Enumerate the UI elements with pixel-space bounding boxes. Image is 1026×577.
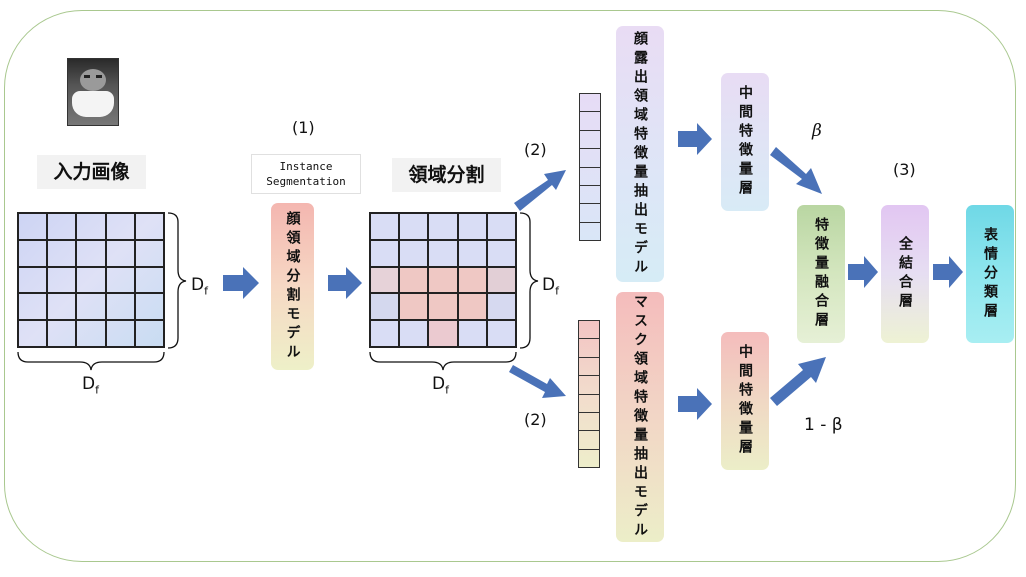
instance-seg-line2: Segmentation <box>266 175 346 188</box>
step-2-bottom-label: (2) <box>524 410 547 429</box>
df-label-input-bottom: Df <box>82 374 99 396</box>
beta-weight-label: β <box>812 121 822 141</box>
arrow-input-to-segmodel <box>223 267 259 299</box>
instance-seg-line1: Instance <box>279 160 333 173</box>
instance-segmentation-tag: Instance Segmentation <box>251 154 361 194</box>
input-image-grid <box>17 212 165 348</box>
face-feature-extraction-model: 顔露出領域特徴量抽出モデル <box>616 26 664 282</box>
brace-input-right <box>167 212 187 349</box>
arrow-middle-bottom-to-fusion <box>770 357 826 406</box>
step-1-label: (1) <box>292 118 315 137</box>
expression-classification-layer: 表情分類層 <box>966 205 1014 343</box>
one-minus-beta-label: 1 - β <box>804 415 843 435</box>
mask-feature-model-label: マスク領域特徴量抽出モデル <box>632 293 648 541</box>
df-subscript: f <box>204 284 208 298</box>
step-3-label: (3) <box>893 160 916 179</box>
arrow-segmodel-to-grid <box>328 267 362 299</box>
df-letter: D <box>191 275 205 295</box>
brace-seg-bottom <box>369 351 517 371</box>
face-seg-model-label: 顔領域分割モデル <box>284 210 301 363</box>
df-label-input-right: Df <box>191 275 208 297</box>
outer-frame <box>4 10 1016 562</box>
df-letter: D <box>432 374 446 394</box>
fc-layer-label: 全結合層 <box>897 236 913 312</box>
middle-feature-layer-bottom: 中間特徴量層 <box>721 332 769 470</box>
face-segmentation-model: 顔領域分割モデル <box>271 203 314 370</box>
arrow-grid-to-mask-vector <box>509 365 566 398</box>
feature-fusion-layer: 特徴量融合層 <box>797 205 845 343</box>
df-subscript: f <box>95 383 99 397</box>
input-face-thumbnail <box>67 58 119 126</box>
arrow-grid-to-face-vector <box>514 170 566 211</box>
df-subscript: f <box>555 284 559 298</box>
arrow-middle-top-to-fusion <box>770 147 822 194</box>
arrow-fc-to-output <box>933 256 963 288</box>
mask-feature-extraction-model: マスク領域特徴量抽出モデル <box>616 292 664 542</box>
mask-feature-vector <box>578 320 600 468</box>
arrow-fusion-to-fc <box>848 256 878 288</box>
fusion-layer-label: 特徴量融合層 <box>813 217 829 331</box>
output-layer-label: 表情分類層 <box>982 226 998 322</box>
face-feature-model-label: 顔露出領域特徴量抽出モデル <box>632 30 648 278</box>
middle-layer-top-label: 中間特徴量層 <box>737 85 753 199</box>
df-letter: D <box>542 275 556 295</box>
arrow-mask-model-to-middle <box>678 388 712 420</box>
df-letter: D <box>82 374 96 394</box>
mask-shape <box>72 91 114 117</box>
arrow-face-model-to-middle <box>678 123 712 155</box>
fully-connected-layer: 全結合層 <box>881 205 929 343</box>
middle-feature-layer-top: 中間特徴量層 <box>721 73 769 211</box>
region-split-title: 領域分割 <box>392 158 501 192</box>
brace-seg-right <box>519 212 539 349</box>
face-feature-vector <box>579 93 601 241</box>
step-2-top-label: (2) <box>524 140 547 159</box>
segmented-image-grid <box>369 212 517 348</box>
df-label-seg-bottom: Df <box>432 374 449 396</box>
middle-layer-bottom-label: 中間特徴量層 <box>737 344 753 458</box>
df-label-seg-right: Df <box>542 275 559 297</box>
df-subscript: f <box>445 383 449 397</box>
brace-input-bottom <box>17 351 165 371</box>
input-image-title: 入力画像 <box>37 155 146 189</box>
